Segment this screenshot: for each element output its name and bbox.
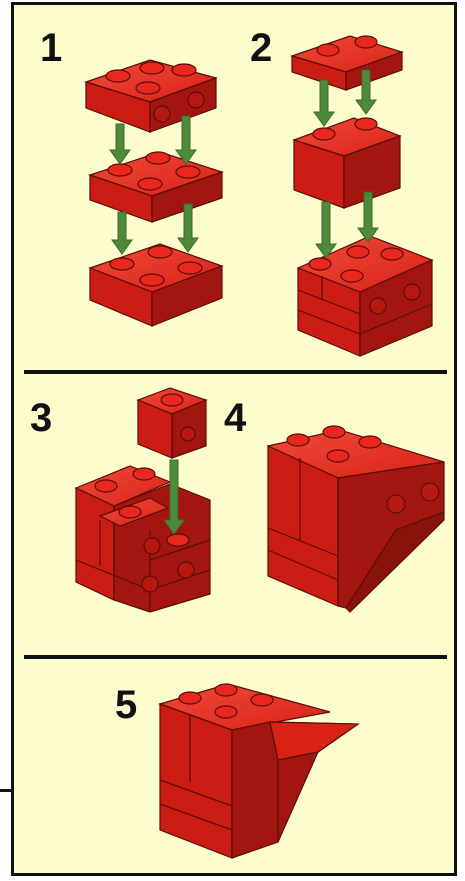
step2-base-stack — [298, 236, 432, 356]
step1-bottom-plate — [90, 244, 222, 326]
step3-top-brick — [138, 388, 206, 458]
step2-top-plate — [292, 36, 402, 90]
step3-assembly — [76, 466, 210, 612]
step4-assembly — [268, 426, 444, 612]
step5-assembly — [160, 684, 358, 858]
step1-top-plate — [86, 60, 216, 132]
step1-middle-plate — [90, 152, 222, 222]
step2-middle-brick — [294, 118, 400, 208]
